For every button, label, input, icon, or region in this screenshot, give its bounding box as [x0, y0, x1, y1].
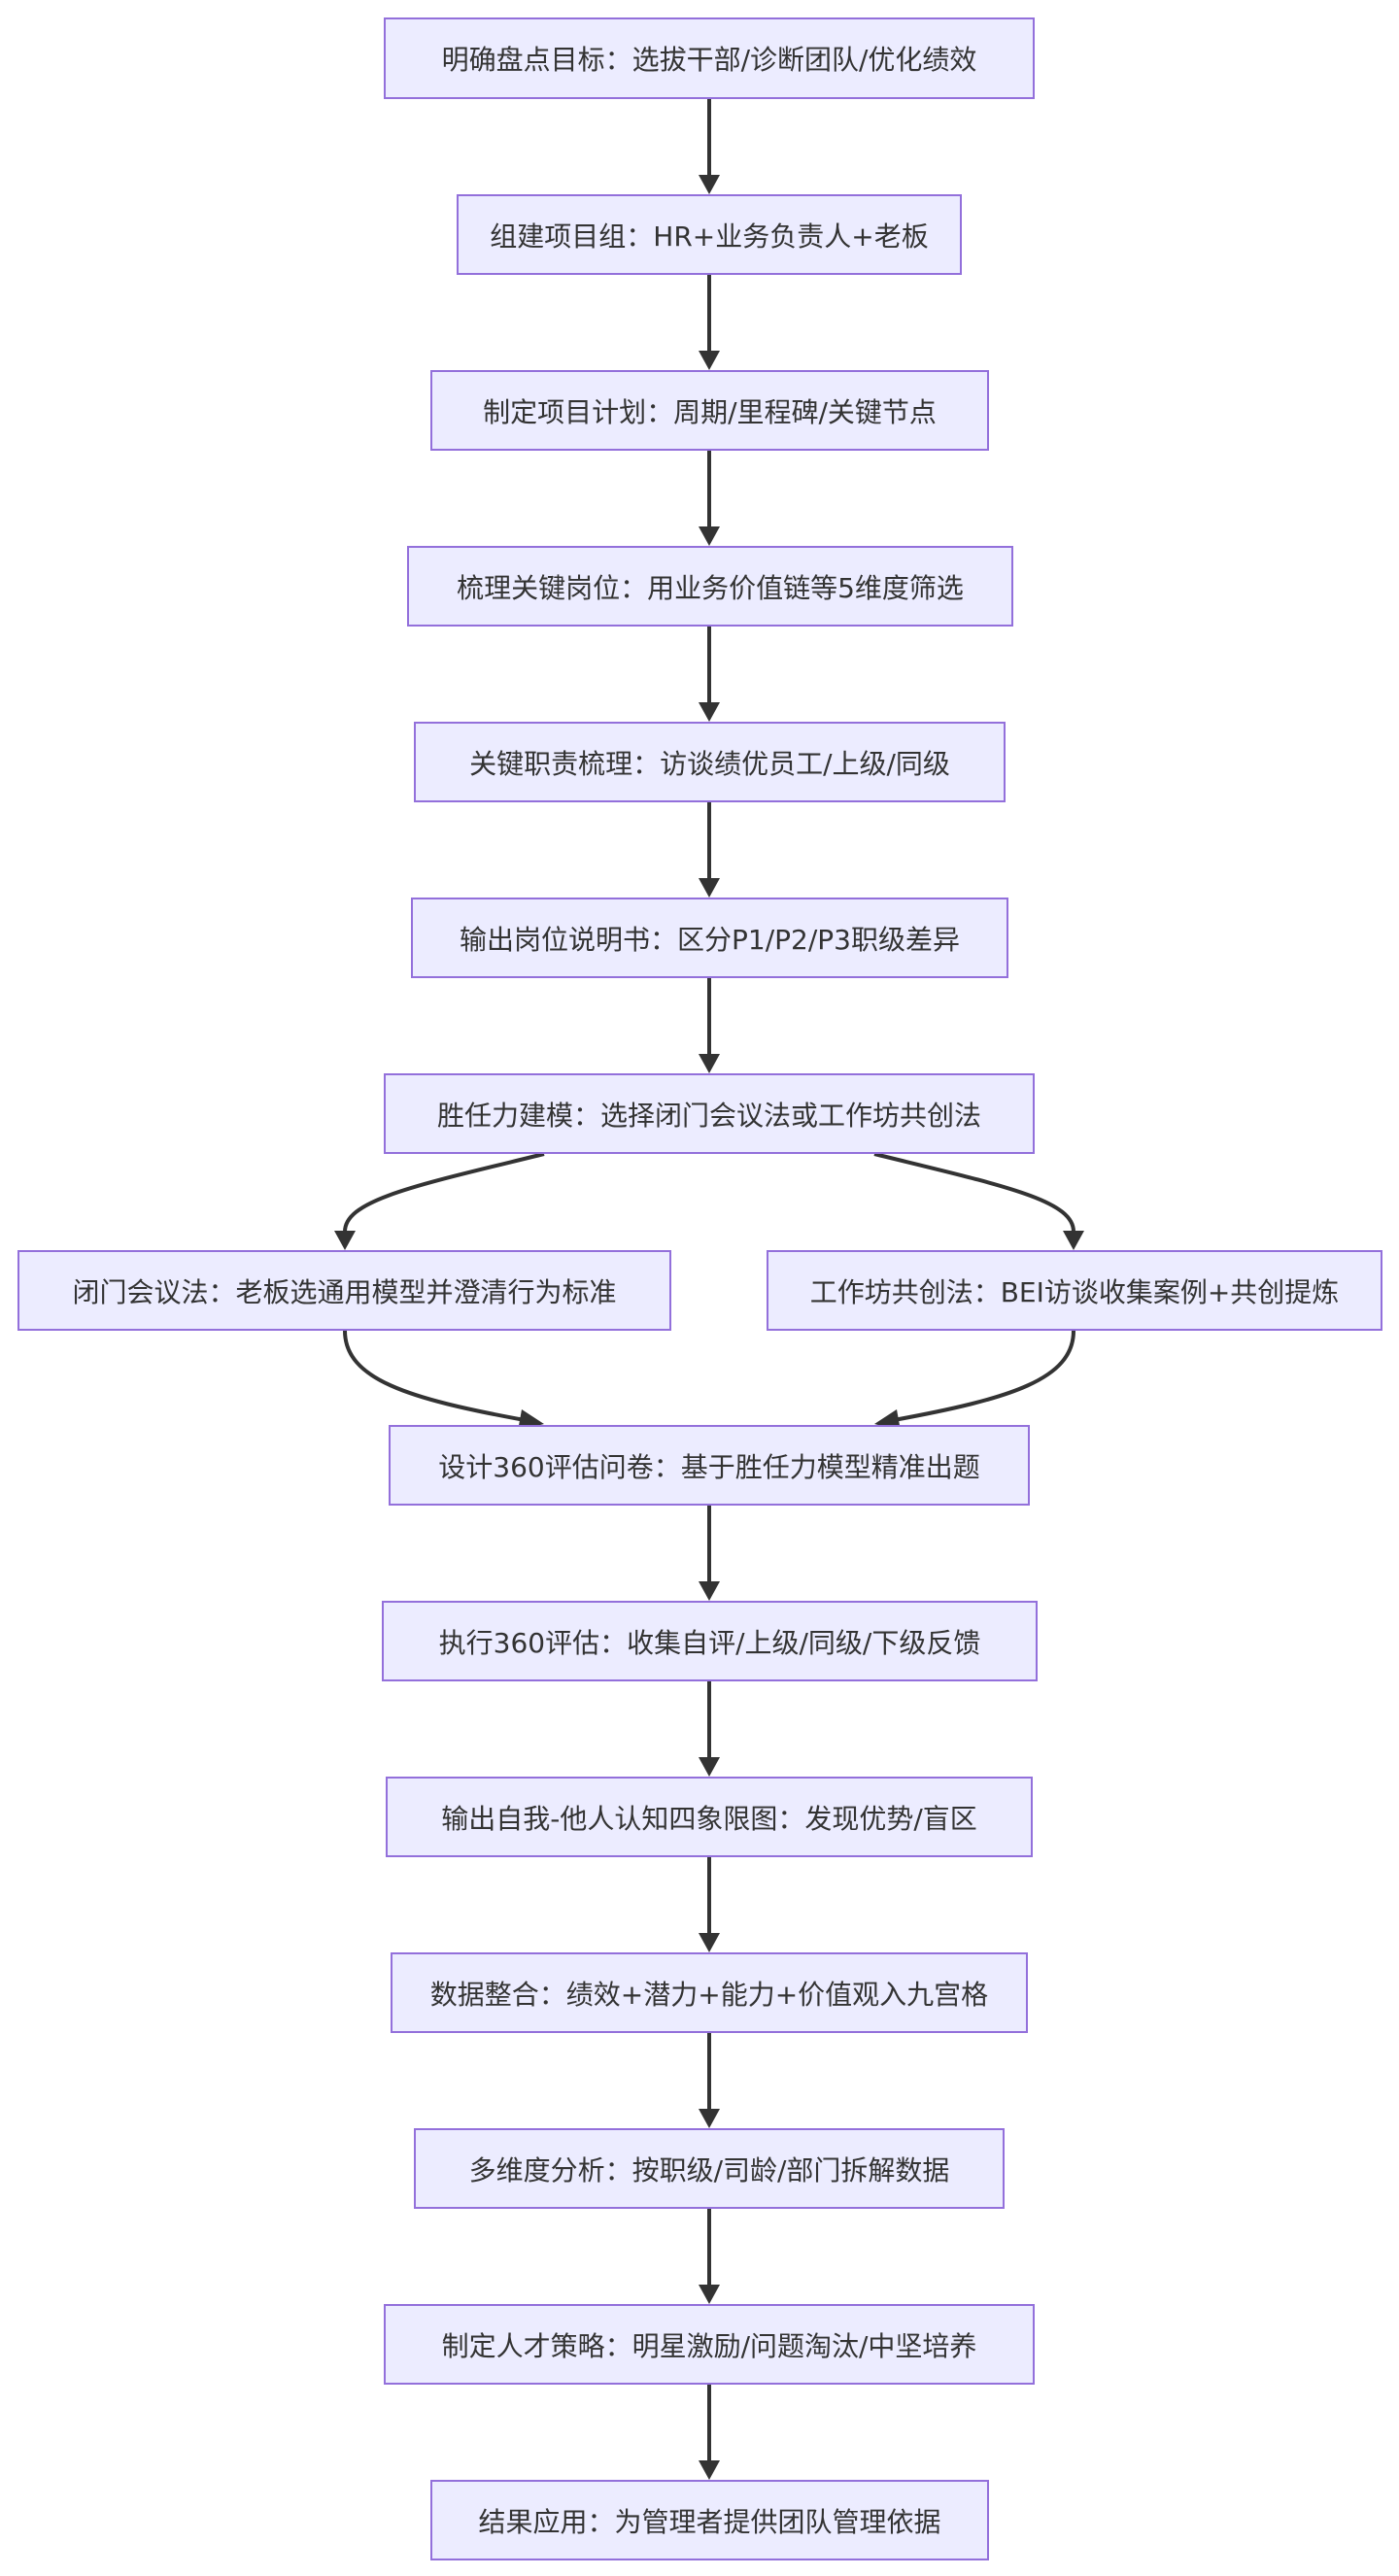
node-team: 组建项目组：HR+业务负责人+老板: [457, 194, 962, 275]
node-workshop: 工作坊共创法：BEI访谈收集案例+共创提炼: [767, 1250, 1382, 1331]
edge-n7-n8a: [343, 1152, 545, 1233]
arrowhead: [334, 1231, 356, 1250]
node-talent-strategy: 制定人才策略：明星激励/问题淘汰/中坚培养: [384, 2304, 1035, 2385]
node-job-description: 输出岗位说明书：区分P1/P2/P3职级差异: [411, 898, 1008, 978]
node-quadrant: 输出自我-他人认知四象限图：发现优势/盲区: [386, 1777, 1033, 1857]
arrowhead: [699, 175, 720, 194]
node-plan: 制定项目计划：周期/里程碑/关键节点: [430, 370, 989, 451]
arrowhead: [699, 1933, 720, 1952]
arrowhead: [699, 1581, 720, 1601]
node-goal: 明确盘点目标：选拔干部/诊断团队/优化绩效: [384, 17, 1035, 99]
arrowhead: [699, 1054, 720, 1073]
node-competency-model: 胜任力建模：选择闭门会议法或工作坊共创法: [384, 1073, 1035, 1154]
node-key-duties: 关键职责梳理：访谈绩优员工/上级/同级: [414, 722, 1006, 802]
edge-n7-n8b: [873, 1152, 1075, 1233]
edge-n8a-n9: [343, 1330, 526, 1422]
node-key-positions: 梳理关键岗位：用业务价值链等5维度筛选: [407, 546, 1013, 627]
arrowhead: [699, 526, 720, 546]
node-360-execute: 执行360评估：收集自评/上级/同级/下级反馈: [382, 1601, 1038, 1681]
edge-n8b-n9: [893, 1330, 1075, 1422]
arrowhead: [699, 2285, 720, 2304]
edges: [334, 99, 1084, 2480]
node-360-design: 设计360评估问卷：基于胜任力模型精准出题: [389, 1425, 1030, 1506]
arrowhead: [699, 2109, 720, 2128]
arrowhead: [699, 702, 720, 722]
arrowhead: [699, 878, 720, 898]
arrowhead: [699, 351, 720, 370]
arrowhead: [699, 2460, 720, 2480]
node-closed-meeting: 闭门会议法：老板选通用模型并澄清行为标准: [17, 1250, 671, 1331]
node-multi-analysis: 多维度分析：按职级/司龄/部门拆解数据: [414, 2128, 1005, 2209]
arrowhead: [699, 1757, 720, 1777]
arrowhead: [1063, 1231, 1084, 1250]
node-result-application: 结果应用：为管理者提供团队管理依据: [430, 2480, 989, 2560]
node-data-integration: 数据整合：绩效+潜力+能力+价值观入九宫格: [391, 1952, 1028, 2033]
